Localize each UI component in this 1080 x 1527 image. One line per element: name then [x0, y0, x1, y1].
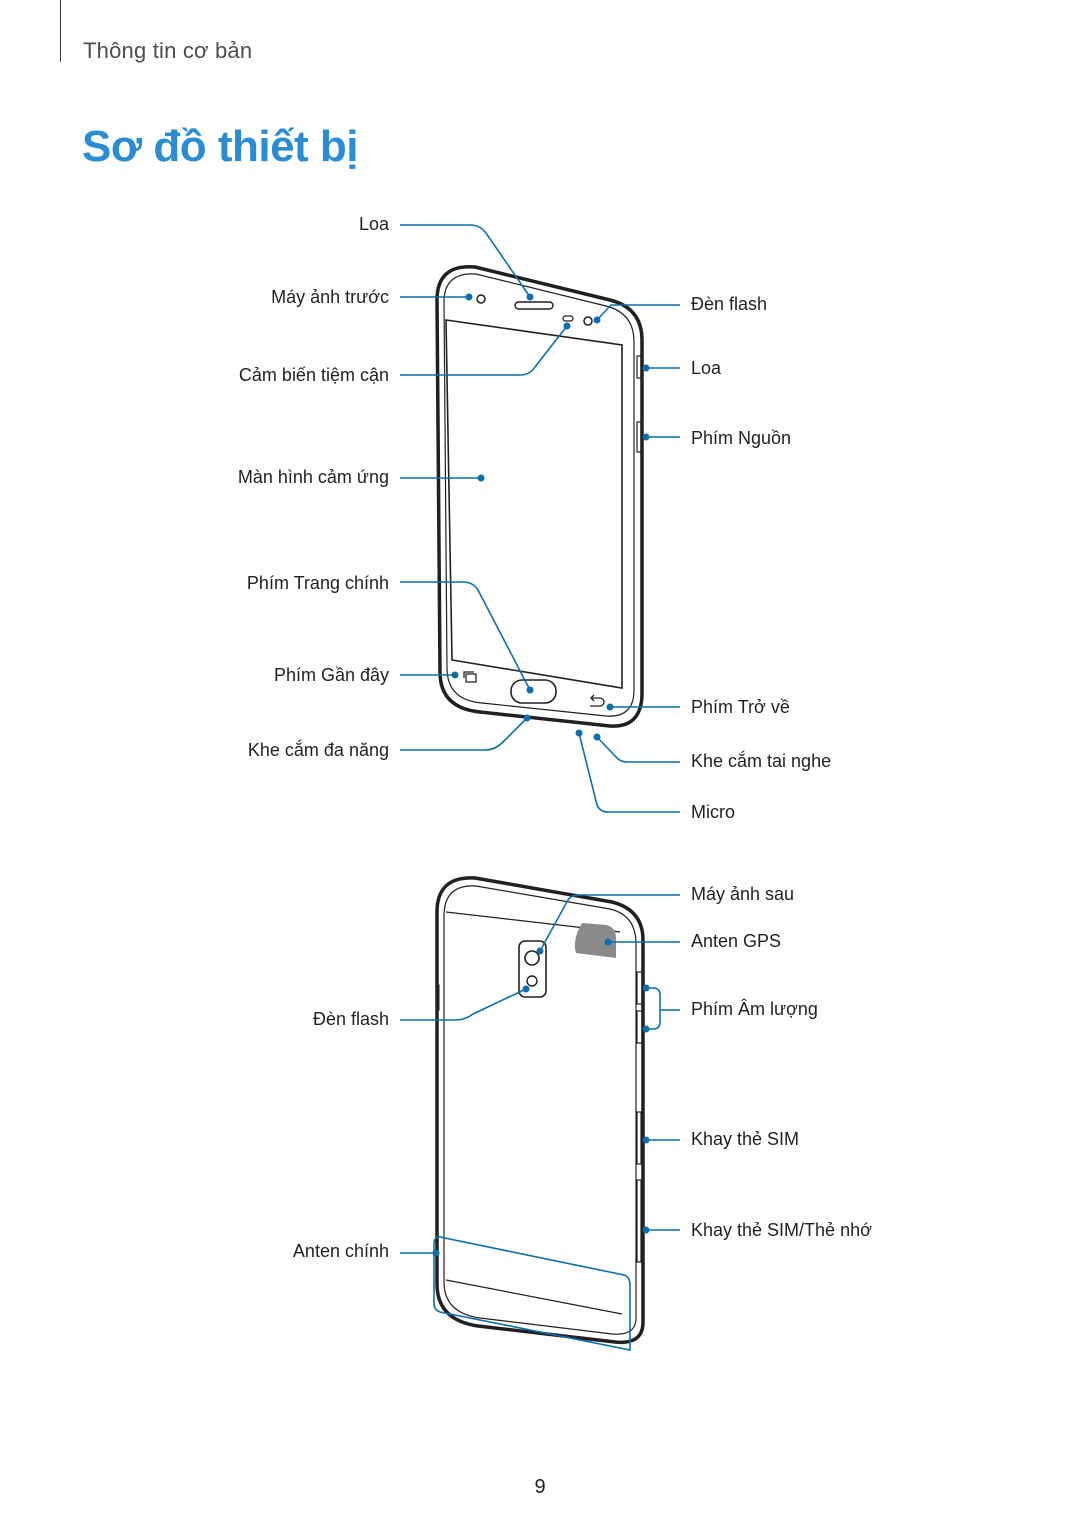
front-phone-illustration [435, 265, 644, 728]
label-rear-flash: Đèn flash [312, 1009, 389, 1029]
label-front-flash: Đèn flash [691, 294, 768, 314]
label-rear-camera: Máy ảnh sau [691, 884, 795, 904]
power-key-side [636, 421, 642, 453]
front-screen [445, 319, 623, 689]
home-key-shape [510, 679, 557, 704]
front-leader-lines [400, 224, 680, 813]
label-volume-key: Phím Âm lượng [691, 999, 818, 1019]
sim-memory-tray-slot [636, 1179, 642, 1263]
label-touchscreen: Màn hình cảm ứng [237, 467, 389, 487]
label-back-key: Phím Trở về [691, 697, 790, 717]
header-rule [60, 0, 61, 62]
label-main-antenna: Anten chính [292, 1241, 389, 1261]
label-proximity-sensor: Cảm biến tiệm cận [238, 365, 389, 385]
main-antenna-outline [433, 1236, 631, 1351]
back-leader-lines [400, 894, 680, 1351]
section-header: Thông tin cơ bản [83, 38, 253, 63]
back-bottom-band [445, 1279, 623, 1315]
label-sim-memory-tray: Khay thẻ SIM/Thẻ nhớ [691, 1220, 872, 1240]
gps-antenna-area [574, 923, 616, 958]
front-camera-lens [476, 294, 486, 304]
recent-key-icon [463, 671, 477, 683]
front-flash-lens [583, 316, 593, 326]
page-number: 9 [534, 1476, 546, 1498]
back-phone-body [435, 876, 645, 1345]
label-sim-tray: Khay thẻ SIM [691, 1129, 800, 1149]
label-gps-antenna: Anten GPS [691, 931, 782, 951]
label-microphone: Micro [691, 802, 735, 822]
left-side-detail [435, 984, 440, 1011]
label-headset-jack: Khe cắm tai nghe [691, 751, 832, 771]
back-key-icon [590, 694, 605, 707]
proximity-sensor-window [562, 315, 574, 322]
label-speaker: Loa [691, 358, 722, 378]
front-phone-body [435, 265, 644, 728]
front-leader-dots [451, 293, 650, 741]
back-phone-inner-edge [443, 885, 637, 1335]
volume-up-key [636, 971, 643, 1005]
label-front-speaker-top: Loa [358, 214, 389, 234]
sim-tray-slot [636, 1111, 642, 1165]
label-home-key: Phím Trang chính [246, 573, 389, 593]
label-power-key: Phím Nguồn [691, 428, 792, 448]
front-phone-bezel [443, 273, 635, 717]
rear-flash-lens [526, 975, 538, 987]
back-leader-dots [432, 938, 650, 1257]
label-recent-key: Phím Gần đây [273, 665, 389, 685]
rear-camera-lens [524, 950, 540, 966]
front-speaker-side [636, 355, 642, 379]
rear-camera-module [518, 940, 547, 998]
label-front-camera: Máy ảnh trước [271, 287, 389, 307]
earpiece-grille [514, 301, 554, 310]
label-multipurpose-jack: Khe cắm đa năng [247, 740, 389, 760]
volume-down-key [636, 1010, 643, 1044]
page-title: Sơ đồ thiết bị [82, 122, 359, 171]
